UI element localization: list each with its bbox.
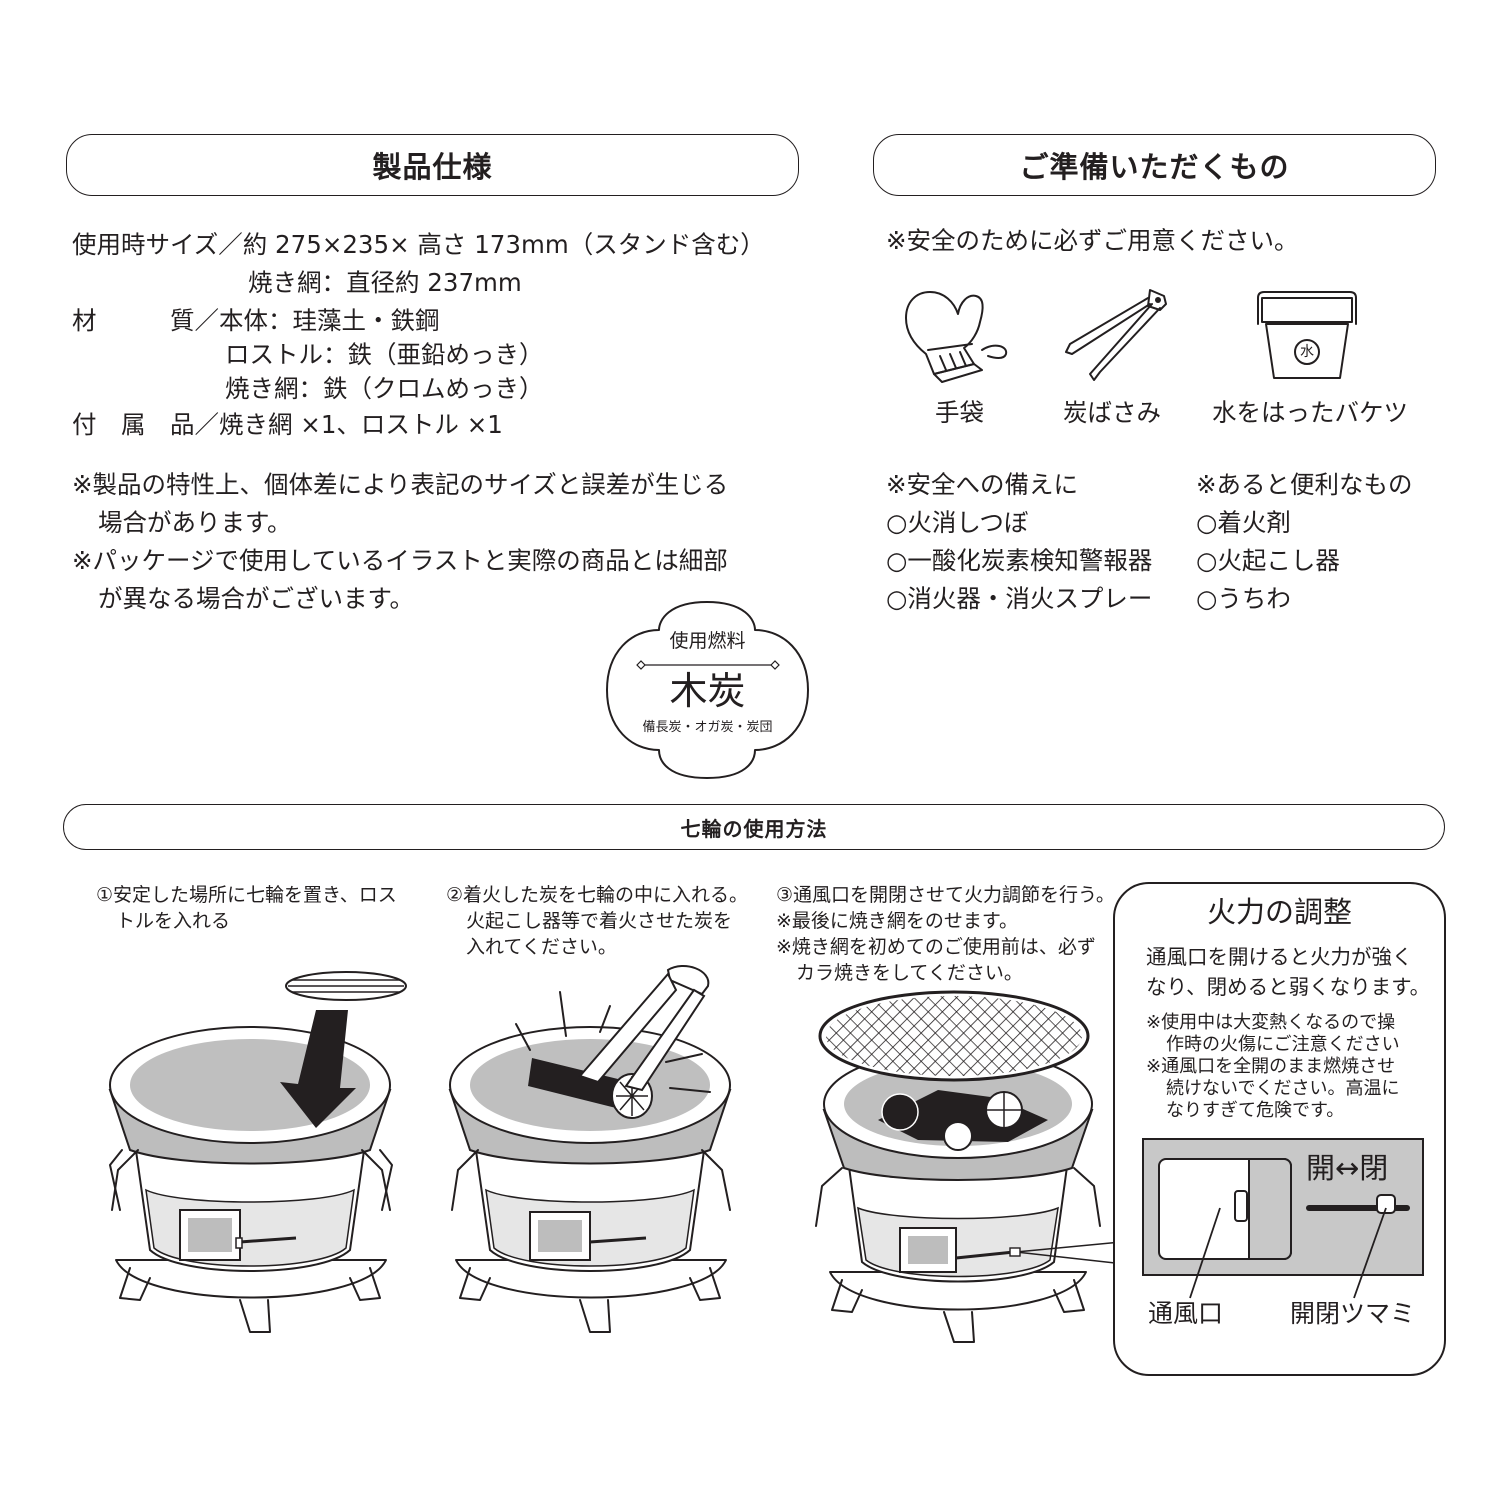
heat-caution-4: 続けないでください。高温に [1166,1078,1400,1099]
safety-item-1: ○火消しつぼ [886,508,1029,537]
grate-lines-icon [285,971,407,1001]
vent-label: 通風口 [1148,1299,1224,1328]
step1-line1: ①安定した場所に七輪を置き、ロス [96,884,397,906]
vent-shutter [1248,1158,1292,1260]
knob-label: 開閉ツマミ [1290,1299,1416,1328]
heat-adjust-box [1113,882,1446,1376]
heat-caution-3: ※通風口を全開のまま燃焼させ [1146,1056,1396,1077]
slider-knob [1376,1194,1396,1214]
spec-note-1: ※製品の特性上、個体差により表記のサイズと誤差が生じる [72,470,729,499]
bucket-icon [1257,291,1357,379]
safety-item-2: ○一酸化炭素検知警報器 [886,546,1153,575]
useful-item-3: ○うちわ [1196,584,1291,613]
spec-material-grate: ロストル：鉄（亜鉛めっき） [225,340,544,369]
grill-net-icon [818,990,1090,1082]
spec-title: 製品仕様 [372,150,493,184]
spec-material-grill: 焼き網：鉄（クロムめっき） [225,374,544,403]
glove-icon [905,291,1008,383]
useful-item-2: ○火起こし器 [1196,546,1340,575]
spec-note-2: ※パッケージで使用しているイラストと実際の商品とは細部 [72,546,728,575]
step2-line1: ②着火した炭を七輪の中に入れる。 [446,884,749,906]
heat-desc-2: なり、閉めると弱くなります。 [1146,975,1431,999]
useful-item-1: ○着火剤 [1196,508,1291,537]
spec-header: 製品仕様 [66,134,799,196]
spec-size: 使用時サイズ／約 275×235× 高さ 173mm（スタンド含む） [72,230,765,259]
step2-shichirin-illustration [448,965,732,1333]
safety-title: ※安全への備えに [886,470,1079,499]
fuel-badge-shape [606,601,809,779]
step3-shichirin-illustration [815,990,1101,1343]
label-leader-lines [1189,1207,1387,1299]
item-tongs: 炭ばさみ [1063,398,1161,427]
prepare-note: ※安全のために必ずご用意ください。 [886,226,1299,255]
spec-material-body: 材 質／本体：珪藻土・鉄鋼 [72,306,440,335]
fuel-sub: 備長炭・オガ炭・炭団 [642,720,773,735]
step2-line2: 火起こし器等で着火させた炭を [466,910,733,932]
vent-pin [1234,1190,1248,1222]
spec-note-2b: が異なる場合がございます。 [98,584,415,613]
fuel-label: 使用燃料 [669,630,746,652]
heat-caution-5: なりすぎて危険です。 [1166,1100,1345,1121]
bucket-water-mark: 水 [1300,344,1314,360]
step3-line4: カラ焼きをしてください。 [796,962,1023,984]
step3-line1: ③通風口を開閉させて火力調節を行う。 [776,884,1115,906]
heat-caution-1: ※使用中は大変熱くなるので操 [1146,1012,1396,1033]
step1-line2: トルを入れる [116,910,231,932]
tongs-icon [1065,289,1167,381]
item-gloves: 手袋 [935,398,984,427]
fuel-main: 木炭 [669,669,746,713]
prepare-header: ご準備いただくもの [873,134,1436,196]
item-bucket: 水をはったバケツ [1212,398,1408,427]
charcoal-pile-icon [878,1090,1048,1151]
usage-title: 七輪の使用方法 [680,816,828,841]
useful-title: ※あると便利なもの [1196,470,1413,499]
usage-header: 七輪の使用方法 [63,804,1445,850]
step3-line3: ※焼き網を初めてのご使用前は、必ず [776,936,1096,958]
heat-caution-2: 作時の火傷にご注意ください [1166,1034,1400,1055]
step3-line2: ※最後に焼き網をのせます。 [776,910,1019,932]
spec-grill-size: 焼き網：直径約 237mm [248,268,522,297]
spec-accessories: 付 属 品／焼き網 ×1、ロストル ×1 [72,410,503,439]
step2-line3: 入れてください。 [466,936,617,958]
slider-track [1306,1205,1410,1211]
heat-desc-1: 通風口を開けると火力が強く [1146,945,1413,969]
step1-shichirin-illustration [108,971,407,1333]
tongs-icon [578,965,710,1092]
prepare-title: ご準備いただくもの [1019,150,1290,184]
heat-title: 火力の調整 [1206,895,1352,929]
safety-item-3: ○消火器・消火スプレー [886,584,1153,613]
spec-note-1b: 場合があります。 [98,508,292,537]
open-close-label: 開↔閉 [1306,1151,1389,1185]
